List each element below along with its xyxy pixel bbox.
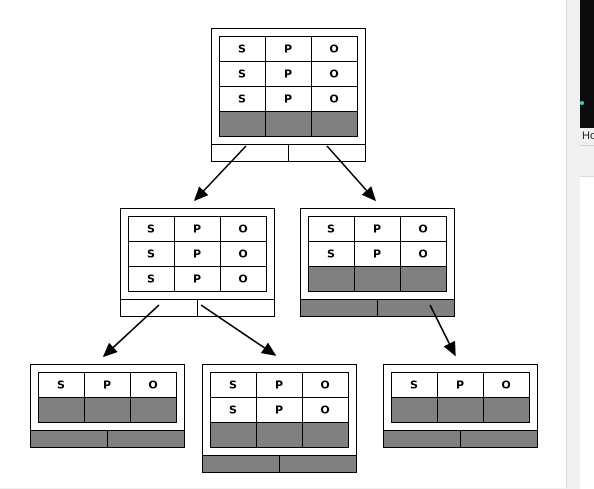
entry-cell [354, 216, 401, 242]
entry-cell [128, 241, 175, 267]
pointer-left [383, 430, 461, 448]
empty-slot [302, 422, 349, 448]
entry-cell [400, 241, 447, 267]
empty-slot [311, 111, 358, 137]
pointer-right [460, 430, 538, 448]
pointer-left [211, 144, 289, 162]
edge-arrow-mid-left-to-leaf-1 [102, 304, 160, 358]
side-label: Ho [582, 130, 594, 142]
entry-label: S [229, 404, 237, 417]
side-thumbnail[interactable] [580, 0, 594, 128]
diagram-canvas: S P O S P O S P O S P O S P O S P O S P O S P O S P O S P O S P O S P O [0, 0, 567, 488]
entry-label: S [238, 68, 246, 81]
entry-label: S [238, 93, 246, 106]
entry-cell [311, 86, 358, 112]
entry-label: O [238, 248, 247, 261]
entry-label: S [147, 273, 155, 286]
entry-cell [400, 216, 447, 242]
entry-cell [302, 397, 349, 423]
entry-label: P [193, 248, 201, 261]
empty-slot [308, 266, 355, 292]
entry-label: S [147, 223, 155, 236]
entry-cell [174, 266, 221, 292]
pointer-left [202, 455, 280, 473]
empty-slot [483, 397, 530, 423]
pointer-right [197, 299, 275, 317]
pointer-right [279, 455, 357, 473]
entry-label: S [147, 248, 155, 261]
entry-label: P [284, 43, 292, 56]
entry-cell [219, 36, 266, 62]
empty-slot [38, 397, 85, 423]
entry-label: S [327, 223, 335, 236]
entry-cell [220, 216, 267, 242]
entry-cell [483, 372, 530, 398]
pointer-right [377, 299, 455, 317]
empty-slot [391, 397, 438, 423]
entry-label: S [238, 43, 246, 56]
entry-label: O [148, 379, 157, 392]
tree-diagram: S P O S P O S P O S P O S P O S P O S P O S P O S P O S P O S P O S P O [30, 28, 538, 473]
entry-label: S [229, 379, 237, 392]
entry-label: S [57, 379, 65, 392]
entry-label: O [320, 404, 329, 417]
entry-label: P [456, 379, 464, 392]
entry-label: P [193, 273, 201, 286]
pointer-left [120, 299, 198, 317]
entry-cell [219, 86, 266, 112]
empty-slot [219, 111, 266, 137]
empty-slot [130, 397, 177, 423]
entry-label: O [320, 379, 329, 392]
pointer-left [300, 299, 378, 317]
entry-cell [174, 216, 221, 242]
entry-label: P [193, 223, 201, 236]
status-dot-icon [580, 101, 584, 105]
entry-label: P [284, 93, 292, 106]
entry-cell [308, 241, 355, 267]
entry-label: O [238, 273, 247, 286]
side-panel [580, 176, 594, 489]
empty-slot [265, 111, 312, 137]
edge-arrow-root-to-mid-right [326, 145, 377, 202]
entry-cell [354, 241, 401, 267]
pointer-right [107, 430, 185, 448]
entry-cell [174, 241, 221, 267]
empty-slot [84, 397, 131, 423]
entry-label: S [327, 248, 335, 261]
pointer-left [30, 430, 108, 448]
entry-cell [220, 241, 267, 267]
entry-label: P [103, 379, 111, 392]
entry-cell [128, 266, 175, 292]
entry-label: O [238, 223, 247, 236]
entry-label: S [410, 379, 418, 392]
entry-label: O [418, 248, 427, 261]
entry-cell [84, 372, 131, 398]
side-divider [580, 145, 594, 146]
entry-label: P [373, 223, 381, 236]
entry-label: O [418, 223, 427, 236]
entry-cell [220, 266, 267, 292]
entry-label: P [284, 68, 292, 81]
entry-label: O [329, 68, 338, 81]
entry-label: P [275, 404, 283, 417]
empty-slot [437, 397, 484, 423]
edge-arrow-mid-left-to-leaf-2 [200, 304, 277, 356]
entry-label: O [329, 43, 338, 56]
entry-cell [311, 36, 358, 62]
entry-cell [437, 372, 484, 398]
entry-cell [128, 216, 175, 242]
edge-arrow-root-to-mid-left [193, 145, 247, 202]
empty-slot [400, 266, 447, 292]
empty-slot [256, 422, 303, 448]
entry-label: O [501, 379, 510, 392]
entry-label: O [329, 93, 338, 106]
edge-arrow-mid-right-to-leaf-3 [429, 304, 456, 357]
entry-cell [265, 61, 312, 87]
empty-slot [210, 422, 257, 448]
empty-slot [354, 266, 401, 292]
entry-label: P [275, 379, 283, 392]
pointer-right [288, 144, 366, 162]
entry-label: P [373, 248, 381, 261]
